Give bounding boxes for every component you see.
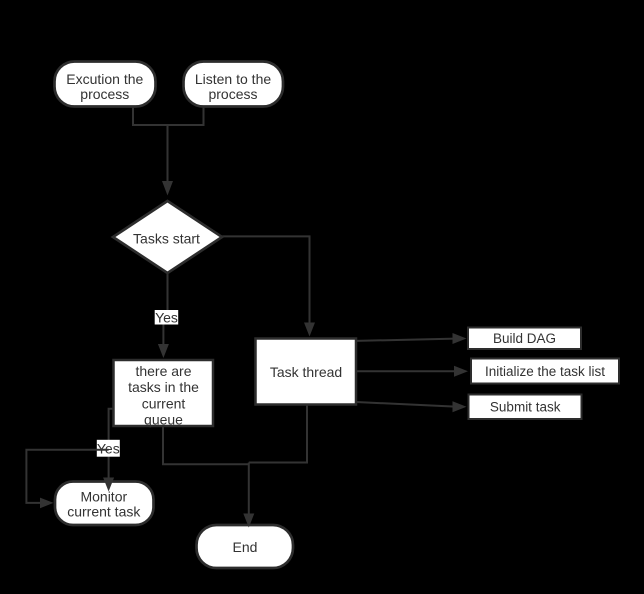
svg-text:Yes: Yes bbox=[155, 310, 178, 326]
svg-text:process: process bbox=[80, 86, 129, 102]
svg-text:queue: queue bbox=[144, 412, 183, 428]
svg-text:current task: current task bbox=[67, 503, 141, 519]
svg-text:Initialize the task list: Initialize the task list bbox=[485, 364, 605, 379]
svg-text:Submit task: Submit task bbox=[490, 399, 561, 414]
svg-text:Yes: Yes bbox=[97, 440, 120, 456]
svg-text:current: current bbox=[142, 395, 186, 411]
svg-text:Listen to the: Listen to the bbox=[195, 71, 271, 87]
svg-text:there are: there are bbox=[135, 363, 191, 379]
svg-text:End: End bbox=[233, 539, 258, 555]
svg-text:Build DAG: Build DAG bbox=[493, 331, 556, 346]
svg-text:Monitor: Monitor bbox=[80, 488, 127, 504]
svg-text:Task thread: Task thread bbox=[270, 364, 342, 380]
svg-text:tasks in the: tasks in the bbox=[128, 379, 199, 395]
svg-text:Excution the: Excution the bbox=[66, 71, 143, 87]
svg-text:process: process bbox=[208, 86, 257, 102]
svg-text:Tasks start: Tasks start bbox=[133, 231, 200, 247]
